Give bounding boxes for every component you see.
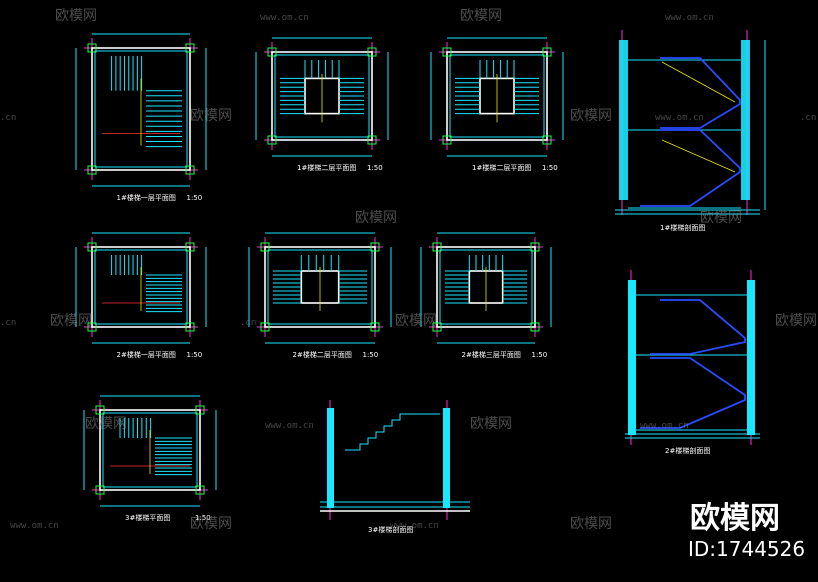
plan-2-floor: 2#楼梯一层平面图 1:50 xyxy=(75,232,207,359)
plan-1-floor: 1#楼梯一层平面图 1:50 xyxy=(75,33,207,202)
plan-2-typical: 2#楼梯二层平面图 1:50 xyxy=(248,232,392,359)
watermark-url: www.om.cn xyxy=(665,13,714,23)
brand-stamp-id: ID:1744526 xyxy=(688,537,805,561)
watermark-brand: 欧模网 xyxy=(190,516,232,532)
plan-1-typical: 1#楼梯二层平面图 1:50 xyxy=(255,37,389,172)
section-2-drawing: 2#楼梯剖面图 xyxy=(625,270,760,455)
plan-2-floor-title: 2#楼梯一层平面图 xyxy=(117,350,176,359)
column xyxy=(442,47,452,57)
watermark-brand: 欧模网 xyxy=(50,313,92,329)
watermark-brand: 欧模网 xyxy=(395,313,437,329)
column xyxy=(542,47,552,57)
column xyxy=(87,322,97,332)
watermark-url: www.om.cn xyxy=(655,113,704,123)
section-3-drawing: 3#楼梯剖面图 xyxy=(320,400,470,534)
column xyxy=(95,485,105,495)
watermark-brand: 欧模网 xyxy=(775,313,817,329)
plan-1-typical-scale: 1:50 xyxy=(367,164,383,172)
column xyxy=(542,135,552,145)
plan-1-floor-title: 1#楼梯一层平面图 xyxy=(117,193,176,202)
column xyxy=(370,322,380,332)
plan-1-upper-title: 1#楼梯二层平面图 xyxy=(472,163,531,172)
column xyxy=(87,242,97,252)
section-2-title: 2#楼梯剖面图 xyxy=(665,446,710,455)
column xyxy=(95,405,105,415)
plan-1-upper-scale: 1:50 xyxy=(542,164,558,172)
column xyxy=(185,242,195,252)
watermark-layer: 欧模网欧模网欧模网欧模网欧模网欧模网欧模网欧模网欧模网欧模网欧模网欧模网欧模网w… xyxy=(0,8,817,532)
plan-2-typical-scale: 1:50 xyxy=(363,351,379,359)
section-1-drawing: 1#楼梯剖面图 xyxy=(615,30,766,232)
column xyxy=(530,242,540,252)
section-3-title: 3#楼梯剖面图 xyxy=(368,525,413,534)
brand-stamp-name: 欧模网 xyxy=(690,501,780,536)
column xyxy=(432,242,442,252)
column xyxy=(185,43,195,53)
watermark-url-partial: .cn xyxy=(0,318,16,328)
column xyxy=(370,242,380,252)
column xyxy=(195,405,205,415)
column xyxy=(87,43,97,53)
watermark-url: www.om.cn xyxy=(640,421,689,431)
plan-3: 3#楼梯平面图 1:50 xyxy=(83,395,217,522)
watermark-brand: 欧模网 xyxy=(460,8,502,24)
watermark-url: www.om.cn xyxy=(265,421,314,431)
watermark-url-partial: .cn xyxy=(240,318,256,328)
column xyxy=(432,322,442,332)
column xyxy=(260,322,270,332)
watermark-brand: 欧模网 xyxy=(570,108,612,124)
watermark-brand: 欧模网 xyxy=(190,108,232,124)
column xyxy=(530,322,540,332)
plan-2-top-title: 2#楼梯三层平面图 xyxy=(462,350,521,359)
watermark-brand: 欧模网 xyxy=(85,416,127,432)
plan-2-top-scale: 1:50 xyxy=(532,351,548,359)
plan-3-scale: 1:50 xyxy=(195,514,211,522)
column xyxy=(267,47,277,57)
column xyxy=(260,242,270,252)
plan-2-typical-title: 2#楼梯二层平面图 xyxy=(293,350,352,359)
watermark-url: www.om.cn xyxy=(260,13,309,23)
watermark-url-partial: .cn xyxy=(0,113,16,123)
column xyxy=(185,322,195,332)
plan-1-floor-scale: 1:50 xyxy=(187,194,203,202)
plan-3-title: 3#楼梯平面图 xyxy=(125,513,170,522)
column xyxy=(442,135,452,145)
column xyxy=(185,165,195,175)
watermark-brand: 欧模网 xyxy=(355,210,397,226)
watermark-brand: 欧模网 xyxy=(570,516,612,532)
plan-2-top: 2#楼梯三层平面图 1:50 xyxy=(420,232,552,359)
plan-1-typical-title: 1#楼梯二层平面图 xyxy=(297,163,356,172)
column xyxy=(195,485,205,495)
watermark-url-partial: .cn xyxy=(800,113,816,123)
plan-1-upper: 1#楼梯二层平面图 1:50 xyxy=(430,37,564,172)
watermark-brand: 欧模网 xyxy=(55,8,97,24)
column xyxy=(367,135,377,145)
watermark-brand: 欧模网 xyxy=(470,416,512,432)
watermark-url: www.om.cn xyxy=(390,521,439,531)
column xyxy=(367,47,377,57)
column xyxy=(87,165,97,175)
watermark-url: www.om.cn xyxy=(10,521,59,531)
plan-2-floor-scale: 1:50 xyxy=(187,351,203,359)
column xyxy=(267,135,277,145)
section-1-title: 1#楼梯剖面图 xyxy=(660,223,705,232)
watermark-brand: 欧模网 xyxy=(700,210,742,226)
